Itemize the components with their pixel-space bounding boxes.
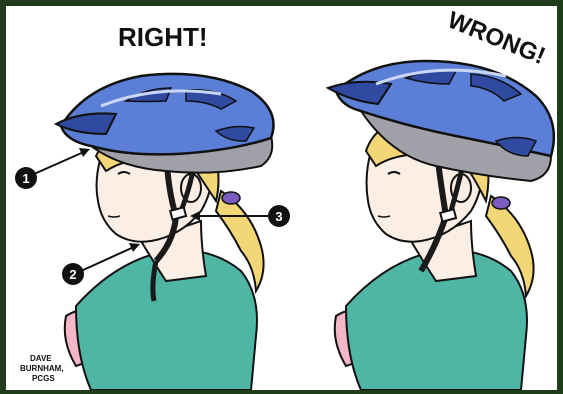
marker-2: 2 <box>69 267 76 282</box>
wrong-hair-tie <box>492 197 510 209</box>
right-figure: 1 2 3 <box>15 74 290 390</box>
right-strap-hang <box>153 261 156 301</box>
marker-1: 1 <box>22 171 29 186</box>
marker-3: 3 <box>275 209 282 224</box>
credit-line-1: DAVE <box>30 354 52 363</box>
credit-line-2: BURNHAM, <box>20 364 64 373</box>
right-hair-tie <box>222 192 240 204</box>
right-heading: RIGHT! <box>118 22 208 52</box>
illustration-panel: 1 2 3 <box>6 6 557 390</box>
credit-line-3: PCGS <box>32 374 55 383</box>
wrong-heading: WRONG! <box>444 7 549 70</box>
wrong-figure <box>328 61 554 390</box>
right-arrow-1 <box>34 151 86 174</box>
helmet-fit-illustration: 1 2 3 <box>6 6 557 390</box>
